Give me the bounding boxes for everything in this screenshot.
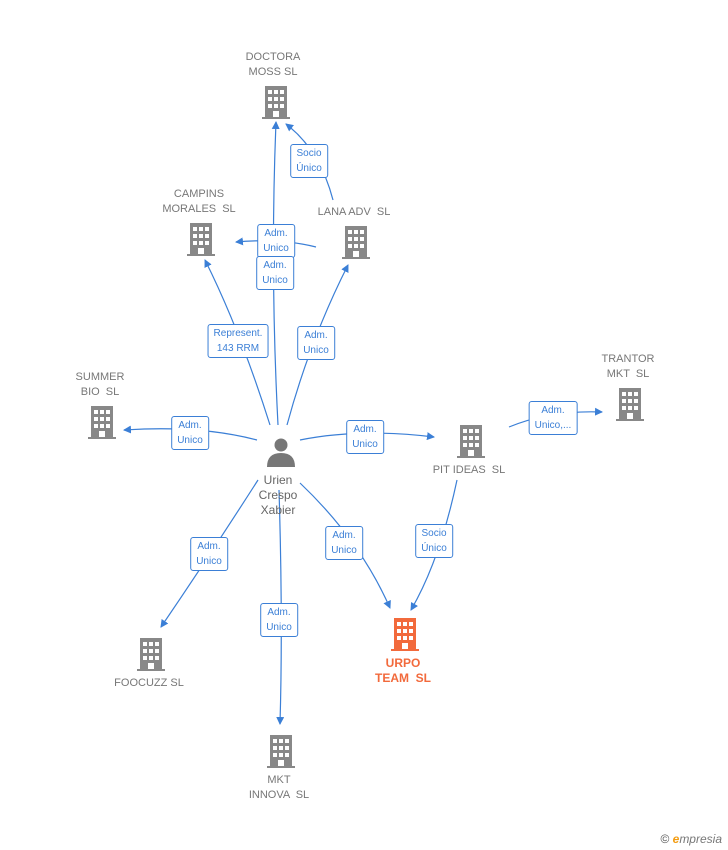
edge-label-e10[interactable]: Adm. Unico: [325, 526, 363, 560]
brand-logo-text: mpresia: [679, 832, 722, 846]
building-icon-foocuzz[interactable]: [137, 638, 165, 671]
node-label-lana[interactable]: LANA ADV SL: [317, 206, 391, 218]
nodes-layer: [88, 86, 644, 768]
copyright-symbol: ©: [660, 832, 670, 846]
person-icon-person[interactable]: [267, 438, 295, 468]
node-label-person[interactable]: Urien Crespo Xabier: [258, 473, 298, 517]
building-icon-trantor[interactable]: [616, 388, 644, 421]
node-label-trantor[interactable]: TRANTOR MKT SL: [601, 353, 655, 380]
edge-label-e9[interactable]: Socio Único: [415, 524, 453, 558]
node-label-mkt[interactable]: MKT INNOVA SL: [248, 774, 310, 801]
building-icon-pit[interactable]: [457, 425, 485, 458]
building-icon-mkt[interactable]: [267, 735, 295, 768]
edge-label-e8[interactable]: Adm. Unico,...: [528, 401, 578, 435]
building-icon-summer[interactable]: [88, 406, 116, 439]
edge-label-e2[interactable]: Adm. Unico: [257, 224, 295, 258]
edge-label-e4[interactable]: Represent. 143 RRM: [207, 324, 269, 358]
watermark: © empresia: [660, 832, 722, 846]
building-icon-doctora[interactable]: [262, 86, 290, 119]
edge-label-e3[interactable]: Adm. Unico: [256, 256, 294, 290]
brand-logo-initial: e: [672, 832, 680, 846]
building-icon-campins[interactable]: [187, 223, 215, 256]
node-label-campins[interactable]: CAMPINS MORALES SL: [162, 188, 236, 215]
edge-label-e6[interactable]: Adm. Unico: [171, 416, 209, 450]
node-label-doctora[interactable]: DOCTORA MOSS SL: [245, 51, 301, 78]
building-icon-urpo[interactable]: [391, 618, 419, 651]
edge-label-e1[interactable]: Socio Único: [290, 144, 328, 178]
node-label-summer[interactable]: SUMMER BIO SL: [75, 371, 125, 398]
edge-label-e11[interactable]: Adm. Unico: [190, 537, 228, 571]
edge-label-e5[interactable]: Adm. Unico: [297, 326, 335, 360]
node-label-pit[interactable]: PIT IDEAS SL: [432, 464, 506, 476]
node-label-foocuzz[interactable]: FOOCUZZ SL: [114, 677, 184, 689]
node-label-urpo[interactable]: URPO TEAM SL: [375, 656, 431, 685]
edge-label-e7[interactable]: Adm. Unico: [346, 420, 384, 454]
building-icon-lana[interactable]: [342, 226, 370, 259]
edge-label-e12[interactable]: Adm. Unico: [260, 603, 298, 637]
